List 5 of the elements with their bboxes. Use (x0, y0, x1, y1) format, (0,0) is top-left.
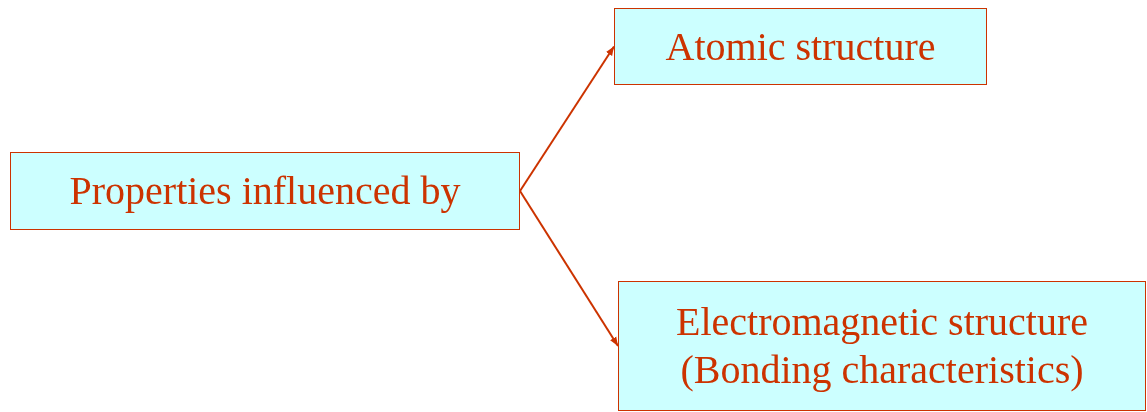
text-box: Atomic structure (614, 8, 987, 85)
text-box: Properties influenced by (10, 152, 520, 230)
arrow (519, 45, 615, 192)
arrow (519, 190, 619, 347)
text-box: Electromagnetic structure (Bonding characteristics) (618, 281, 1146, 411)
